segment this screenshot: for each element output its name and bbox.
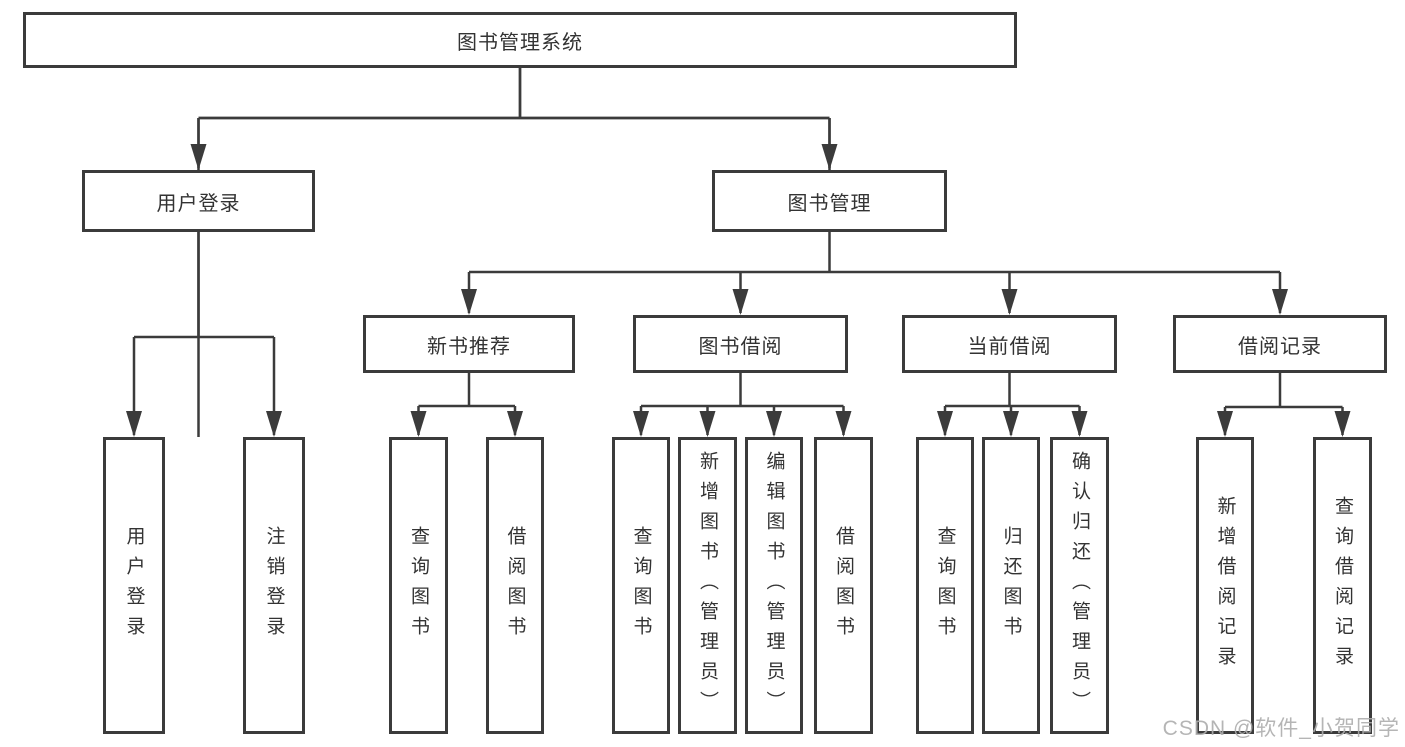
leaf-return-book: 归还图书 [982, 437, 1040, 734]
arrowheads [126, 144, 1351, 437]
connector-root-to-level2 [197, 68, 831, 437]
node-book-management: 图书管理 [712, 170, 947, 232]
csdn-watermark: CSDN @软件_小贺同学 [1162, 717, 1400, 740]
leaf-confirm-return-admin: 确认归还（管理员） [1050, 437, 1109, 734]
leaf-query-borrow-record: 查询借阅记录 [1313, 437, 1372, 734]
connector-bookmgmt-to-level3 [467, 232, 1282, 313]
leaf-logout: 注销登录 [243, 437, 305, 734]
leaf-query-books-current: 查询图书 [916, 437, 974, 734]
leaf-borrow-books-borrowing: 借阅图书 [814, 437, 873, 734]
leaf-edit-book-admin: 编辑图书（管理员） [745, 437, 803, 734]
node-user-login: 用户登录 [82, 170, 315, 232]
node-borrowing-records: 借阅记录 [1173, 315, 1387, 373]
leaf-borrow-books-recommend: 借阅图书 [486, 437, 544, 734]
connector-borrowing-to-leaves [639, 373, 845, 435]
leaf-add-book-admin: 新增图书（管理员） [678, 437, 737, 734]
node-book-borrowing: 图书借阅 [633, 315, 848, 373]
connector-recommend-to-leaves [417, 373, 517, 435]
leaf-query-books-borrowing: 查询图书 [612, 437, 670, 734]
node-new-book-recommend: 新书推荐 [363, 315, 575, 373]
node-root-system: 图书管理系统 [23, 12, 1017, 68]
node-book-borrowing-label: 图书借阅 [698, 335, 783, 358]
leaf-user-login: 用户登录 [103, 437, 165, 734]
node-user-login-label: 用户登录 [156, 192, 241, 215]
node-current-borrowing-label: 当前借阅 [967, 335, 1052, 358]
leaf-add-borrow-record: 新增借阅记录 [1196, 437, 1254, 734]
node-new-book-recommend-label: 新书推荐 [427, 335, 511, 358]
node-borrowing-records-label: 借阅记录 [1238, 335, 1322, 358]
node-root-label: 图书管理系统 [457, 31, 583, 54]
node-current-borrowing: 当前借阅 [902, 315, 1117, 373]
connector-userlogin-to-leaves [132, 232, 276, 435]
leaf-query-books-recommend: 查询图书 [389, 437, 448, 734]
connector-records-to-leaves [1223, 373, 1344, 435]
node-book-management-label: 图书管理 [787, 192, 872, 215]
